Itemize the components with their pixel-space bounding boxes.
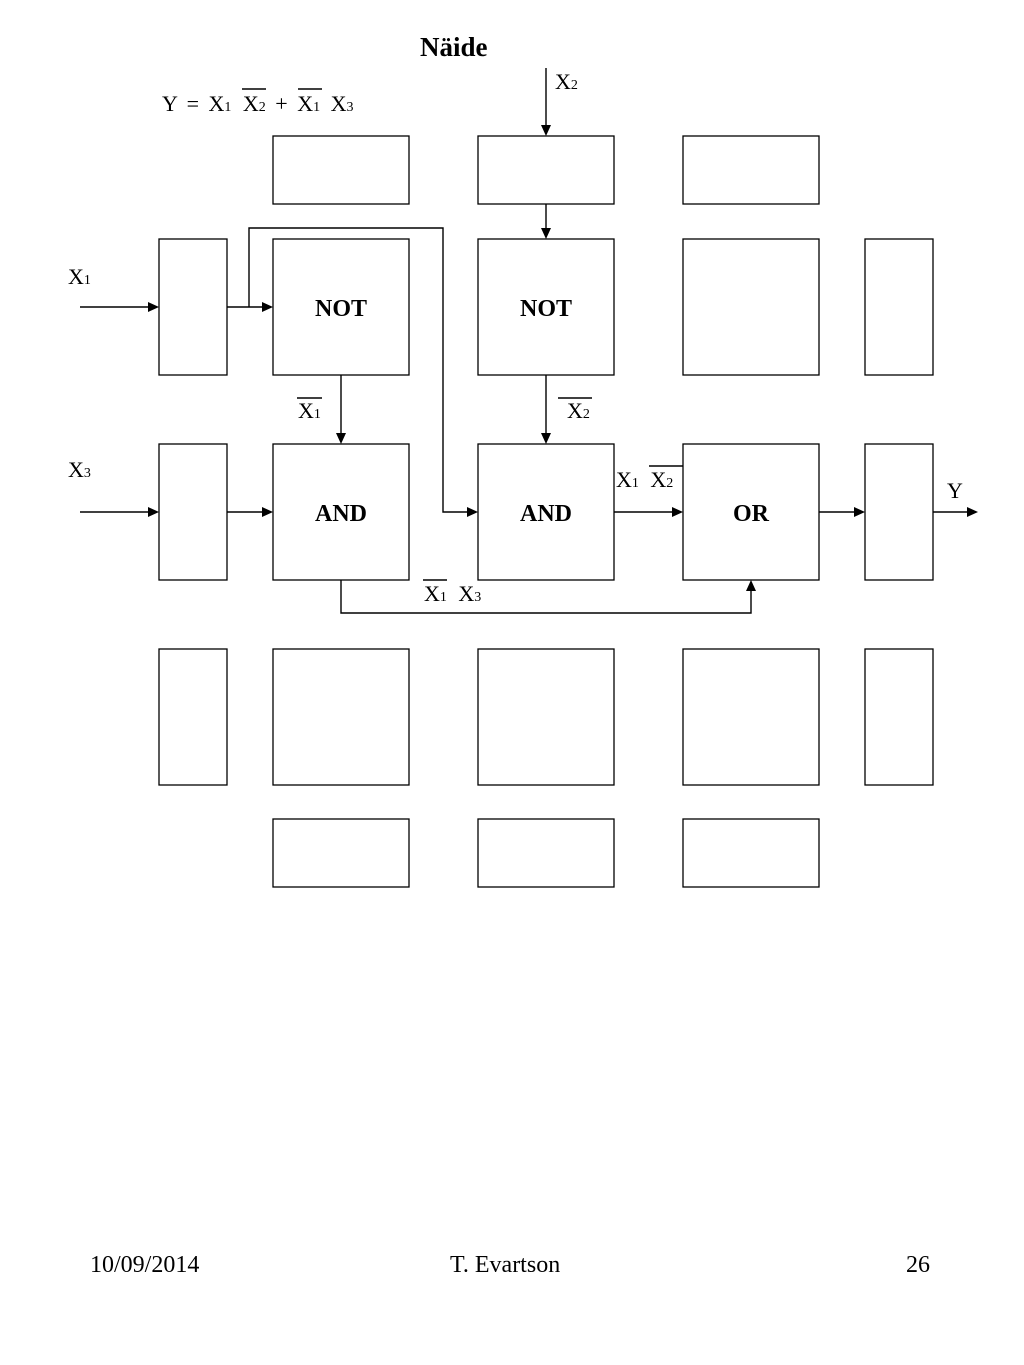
gate-label-not-x1: NOT xyxy=(315,296,367,322)
input-block-x1 xyxy=(158,238,228,376)
grid-cell-r2c5 xyxy=(864,238,934,376)
footer-author: T. Evartson xyxy=(450,1252,561,1278)
wire-and-2-to-or xyxy=(614,507,683,517)
wire-x2-in xyxy=(541,68,551,136)
grid-cell-r5c4 xyxy=(682,818,820,888)
svg-text:X2: X2 xyxy=(567,398,590,423)
grid-cell-r5c2 xyxy=(272,818,410,888)
grid-cell-r4c1 xyxy=(158,648,228,786)
grid-cell-r1c4 xyxy=(682,135,820,205)
wire-y-out xyxy=(933,507,978,517)
svg-text:X1 X3: X1 X3 xyxy=(424,581,481,606)
svg-text:Y = X1 X2: Y = X1 X2 + X1 X3 xyxy=(162,91,353,116)
signal-label-y: Y xyxy=(947,478,963,503)
grid-cell-r4c3 xyxy=(477,648,615,786)
gate-and-2 xyxy=(477,443,615,581)
grid-cell-r2c4 xyxy=(682,238,820,376)
signal-label-x1: X1 xyxy=(68,264,91,289)
diagram-title: Näide xyxy=(420,32,488,62)
signal-label-not-x2: X2 xyxy=(558,397,592,423)
wire-x2-to-not xyxy=(541,204,551,239)
footer-page-number: 26 xyxy=(906,1252,930,1278)
gate-label-and-1: AND xyxy=(315,501,367,527)
gate-label-and-2: AND xyxy=(520,501,572,527)
signal-label-not-x1: X1 xyxy=(297,397,322,423)
signal-label-x2: X2 xyxy=(555,69,578,94)
output-block-y xyxy=(864,443,934,581)
gate-label-or: OR xyxy=(733,501,770,527)
grid-cell-r4c5 xyxy=(864,648,934,786)
grid-cell-r1c2 xyxy=(272,135,410,205)
wire-x3-in xyxy=(80,507,159,517)
wire-x1-to-not xyxy=(227,302,273,312)
input-block-x3 xyxy=(158,443,228,581)
svg-text:X1: X1 xyxy=(298,398,321,423)
wire-x1-to-and-2 xyxy=(248,227,478,517)
wire-or-to-out xyxy=(819,507,865,517)
wire-not-x1-out xyxy=(336,375,346,444)
signal-label-notx1-x3: X1 X3 xyxy=(423,579,481,606)
grid-cell-r4c2 xyxy=(272,648,410,786)
signal-label-x1-notx2: X1 X2 xyxy=(616,465,683,492)
svg-text:X1 X2: X1 X2 xyxy=(616,467,673,492)
wire-x3-to-and-1 xyxy=(227,507,273,517)
boolean-formula: Y = X1 X2 + X1 X3 xyxy=(162,88,353,116)
grid-cell-r5c3 xyxy=(477,818,615,888)
wire-and-1-to-or xyxy=(340,580,756,614)
gate-label-not-x2: NOT xyxy=(520,296,572,322)
grid-cell-r1c3 xyxy=(477,135,615,205)
signal-label-x3: X3 xyxy=(68,457,91,482)
wire-not-x2-out xyxy=(541,375,551,444)
wire-x1-in xyxy=(80,302,159,312)
grid-cell-r4c4 xyxy=(682,648,820,786)
footer-date: 10/09/2014 xyxy=(90,1252,200,1278)
